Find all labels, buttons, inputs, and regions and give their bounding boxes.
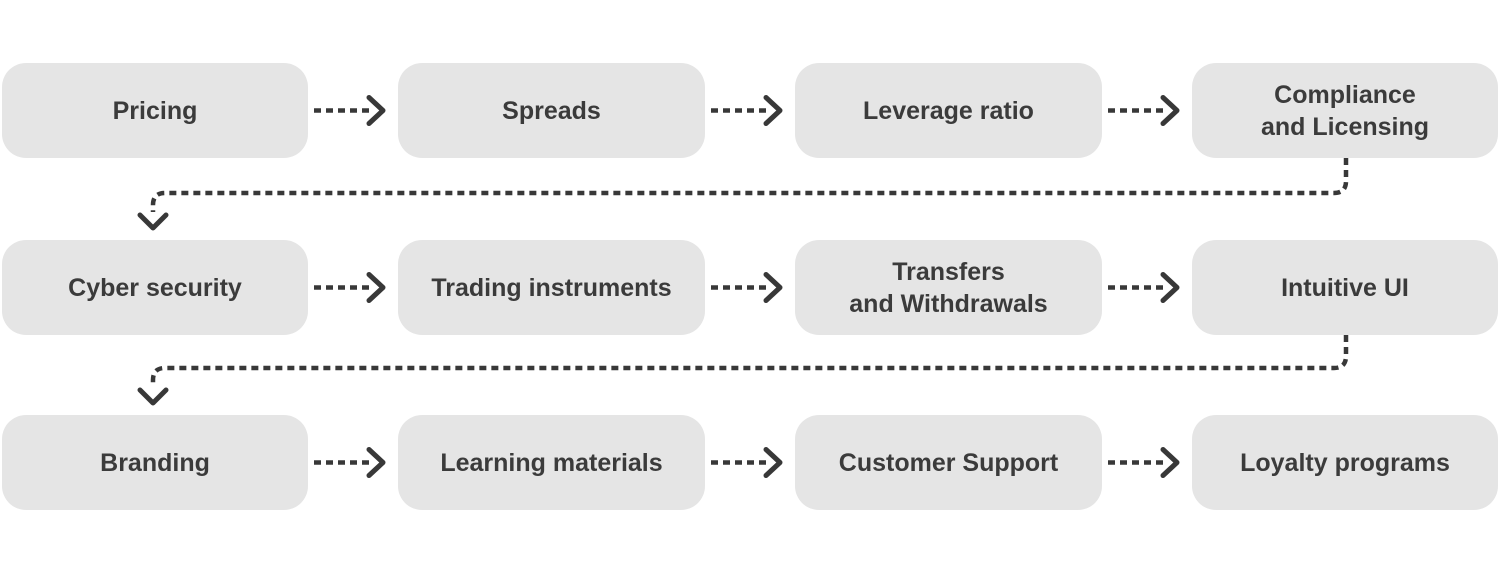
arrow-support-loyalty-arrowhead bbox=[1160, 447, 1180, 478]
arrow-leverage-compliance-arrowhead bbox=[1160, 95, 1180, 126]
node-compliance-and-licensing: Compliance and Licensing bbox=[1192, 63, 1498, 158]
arrow-branding-learning-arrowhead bbox=[366, 447, 386, 478]
arrow-cyber-trading-arrowhead bbox=[366, 272, 386, 303]
node-pricing: Pricing bbox=[2, 63, 308, 158]
connector-row2-row3-arrowhead bbox=[137, 387, 169, 406]
node-customer-support: Customer Support bbox=[795, 415, 1102, 510]
arrow-trading-transfers-arrowhead bbox=[763, 272, 783, 303]
node-cyber-security: Cyber security bbox=[2, 240, 308, 335]
arrow-spreads-leverage-arrowhead bbox=[763, 95, 783, 126]
connector-row2-row3 bbox=[150, 335, 1349, 387]
node-intuitive-ui: Intuitive UI bbox=[1192, 240, 1498, 335]
node-leverage-ratio: Leverage ratio bbox=[795, 63, 1102, 158]
arrow-learning-support-arrowhead bbox=[763, 447, 783, 478]
arrow-transfers-intuitive-arrowhead bbox=[1160, 272, 1180, 303]
arrow-pricing-spreads-arrowhead bbox=[366, 95, 386, 126]
node-transfers-and-withdrawals: Transfers and Withdrawals bbox=[795, 240, 1102, 335]
node-trading-instruments: Trading instruments bbox=[398, 240, 705, 335]
node-learning-materials: Learning materials bbox=[398, 415, 705, 510]
node-loyalty-programs: Loyalty programs bbox=[1192, 415, 1498, 510]
node-spreads: Spreads bbox=[398, 63, 705, 158]
connector-row1-row2 bbox=[150, 158, 1349, 212]
node-branding: Branding bbox=[2, 415, 308, 510]
connector-row1-row2-arrowhead bbox=[137, 212, 169, 231]
